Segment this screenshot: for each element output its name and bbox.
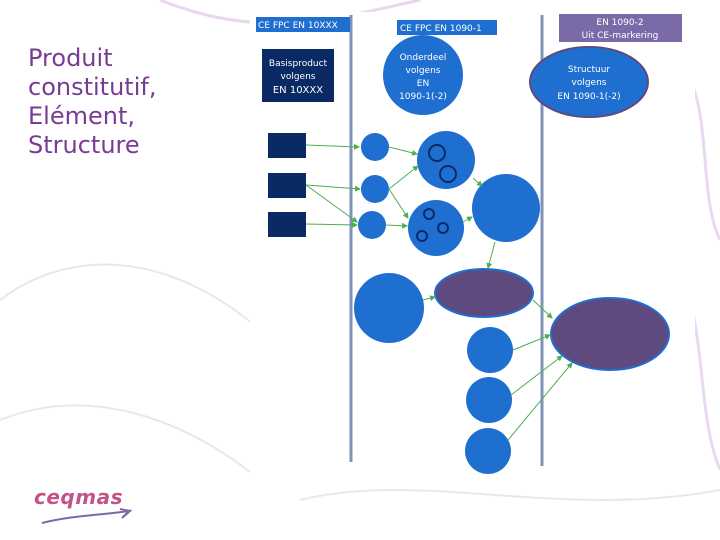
base-product-square <box>268 133 306 158</box>
element-circle <box>354 273 424 343</box>
flow-arrow <box>305 143 360 150</box>
node-label: Structuur <box>568 65 611 75</box>
flow-arrow <box>305 221 358 228</box>
flow-arrow <box>305 184 361 192</box>
assembly-ellipse <box>434 268 534 318</box>
title-line: Elément, <box>28 102 135 130</box>
flow-arrows <box>305 143 573 441</box>
slide-title: Produit constitutif, Elément, Structure <box>28 44 238 160</box>
ceqmas-logo: ceqmas <box>34 485 144 530</box>
node-label: volgens <box>406 66 441 76</box>
flow-arrow <box>510 355 563 396</box>
logo-swoosh-icon <box>41 508 133 524</box>
flow-arrow <box>422 295 436 302</box>
product-circle <box>361 133 389 161</box>
base-product-square <box>268 212 306 237</box>
node-basisproduct: Basisproduct volgens EN 10XXX <box>262 49 334 102</box>
column-header-label: Uit CE-markering <box>582 31 659 41</box>
node-label: Onderdeel <box>400 53 447 63</box>
structure-ellipse <box>550 297 670 371</box>
title-line: constitutif, <box>28 73 157 101</box>
column-header-en1090-2: EN 1090-2 Uit CE-markering <box>559 14 682 42</box>
component-circle <box>417 131 475 189</box>
node-structuur: Structuur volgens EN 1090-1(-2) <box>529 46 649 118</box>
flow-arrow <box>532 299 553 319</box>
base-product-square <box>268 173 306 198</box>
element-circle <box>465 428 511 474</box>
column-header-label: CE FPC EN 10XXX <box>258 21 338 31</box>
flow-arrow <box>486 241 496 269</box>
flow-arrow <box>388 146 418 156</box>
node-label: EN 1090-1(-2) <box>557 92 620 102</box>
column-header-label: EN 1090-2 <box>596 18 643 28</box>
flow-arrow <box>462 216 473 223</box>
flow-arrow <box>388 165 419 190</box>
element-circle <box>467 327 513 373</box>
node-label: volgens <box>572 78 607 88</box>
component-circle <box>408 200 464 256</box>
node-label: volgens <box>281 72 316 82</box>
element-circle <box>472 174 540 242</box>
column-header-fpc-en10xxx: CE FPC EN 10XXX <box>256 17 350 32</box>
node-label: Basisproduct <box>269 59 328 69</box>
node-label: 1090-1(-2) <box>399 92 447 102</box>
title-line: Structure <box>28 131 140 159</box>
flow-arrow <box>388 188 409 219</box>
flow-arrow <box>507 362 573 441</box>
element-circle <box>466 377 512 423</box>
flow-arrow <box>512 334 551 351</box>
ce-marking-diagram: CE FPC EN 10XXX CE FPC EN 1090-1 EN 1090… <box>256 14 682 474</box>
title-line: Produit <box>28 44 113 72</box>
logo-text: ceqmas <box>34 485 123 509</box>
flow-arrow <box>472 177 483 187</box>
column-header-fpc-en1090-1: CE FPC EN 1090-1 <box>397 20 497 35</box>
node-label: EN 10XXX <box>273 85 323 96</box>
flow-arrow <box>305 184 358 223</box>
flow-arrow <box>385 222 408 229</box>
node-label: EN <box>417 79 429 89</box>
product-circle <box>358 211 386 239</box>
column-header-label: CE FPC EN 1090-1 <box>400 24 482 34</box>
product-circle <box>361 175 389 203</box>
node-onderdeel: Onderdeel volgens EN 1090-1(-2) <box>383 35 463 115</box>
